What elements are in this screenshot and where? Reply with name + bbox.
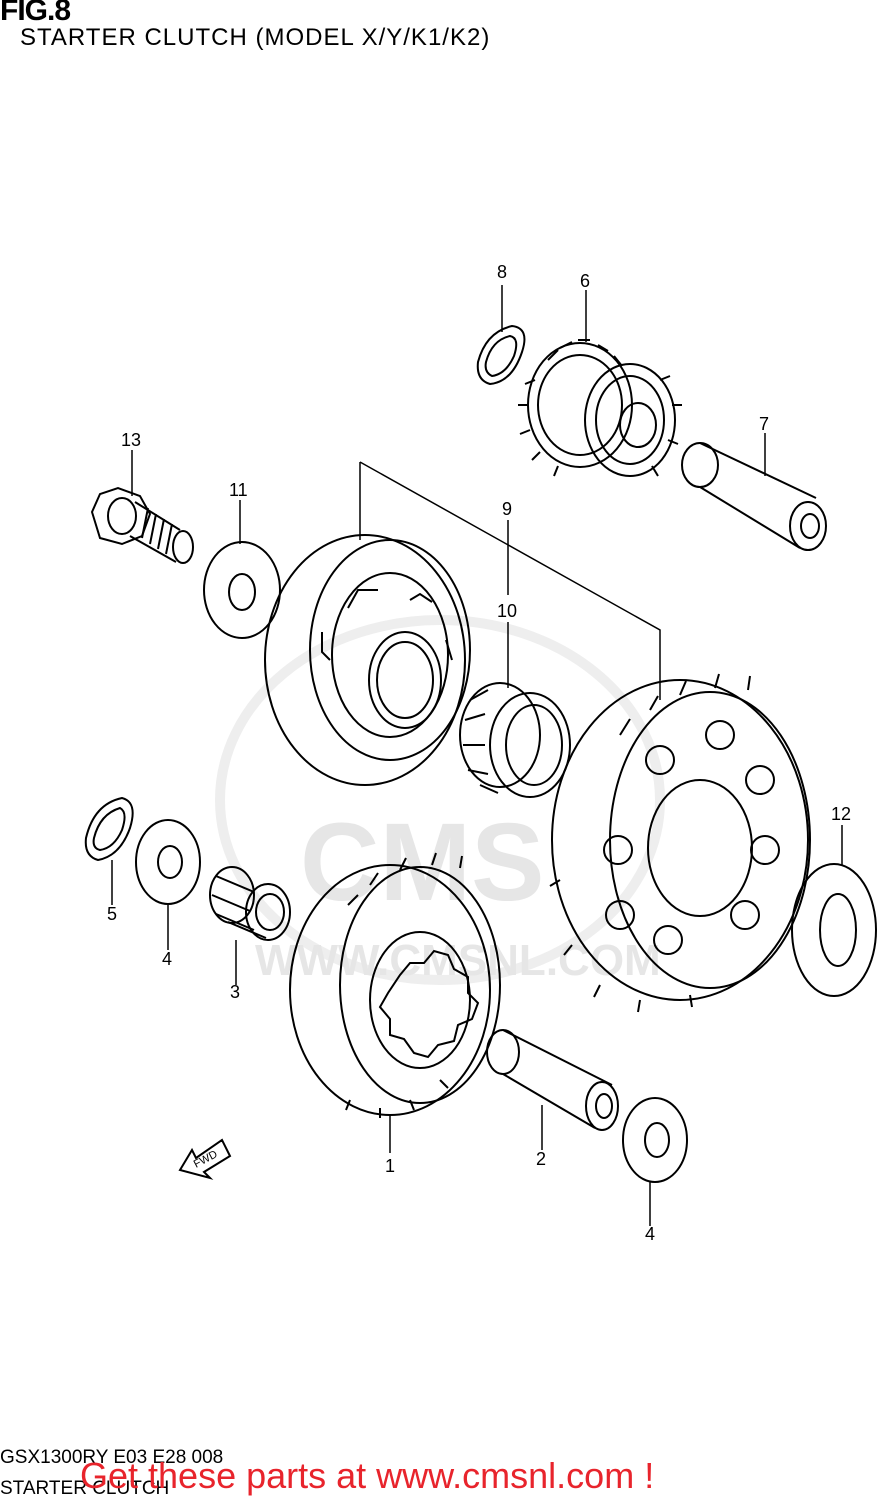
part-1-driven-gear xyxy=(289,852,501,1118)
callout-6: 6 xyxy=(580,271,590,291)
footer-title: STARTER CLUTCH xyxy=(0,1478,170,1499)
callout-13: 13 xyxy=(121,430,141,450)
figure-number: FIG.8 xyxy=(0,0,71,27)
part-7-shaft xyxy=(681,442,827,551)
callout-8: 8 xyxy=(497,262,507,282)
buy-parts-link[interactable]: Get these parts at www.cmsnl.com ! xyxy=(80,1455,655,1496)
leader-lines xyxy=(111,285,843,1226)
callout-2: 2 xyxy=(536,1149,546,1169)
fwd-label: FWD xyxy=(192,1148,220,1170)
part-11-washer xyxy=(203,541,281,639)
callout-4-bottom: 4 xyxy=(645,1224,655,1244)
watermark-brand: CMS xyxy=(300,801,544,924)
fwd-arrow-icon: FWD xyxy=(178,1138,232,1180)
part-10-bearing xyxy=(459,682,571,798)
callout-labels: 1 2 3 4 4 5 6 7 8 9 10 11 12 13 xyxy=(107,262,851,1244)
callout-3: 3 xyxy=(230,982,240,1002)
large-starter-gear xyxy=(549,673,811,1013)
part-12-washer xyxy=(791,863,877,997)
part-6-gear xyxy=(518,339,682,477)
assembly-bracket xyxy=(359,461,661,700)
callout-1: 1 xyxy=(385,1156,395,1176)
diagram-code: GSX1300RY E03 E28 008 xyxy=(0,1447,224,1468)
callout-11: 11 xyxy=(229,480,248,500)
callout-9: 9 xyxy=(502,499,512,519)
part-5-circlip xyxy=(84,796,134,862)
part-4-washer-bottom xyxy=(622,1097,688,1183)
callout-10: 10 xyxy=(497,601,517,621)
cmsnl-watermark: CMS WWW.CMSNL.COM xyxy=(215,615,665,985)
part-9-clutch-housing xyxy=(264,534,471,786)
figure-title: STARTER CLUTCH (MODEL X/Y/K1/K2) xyxy=(20,24,491,51)
part-8-circlip xyxy=(476,324,526,386)
part-13-bolt xyxy=(90,486,194,564)
callout-7: 7 xyxy=(759,414,769,434)
callout-12: 12 xyxy=(831,804,851,824)
callout-5: 5 xyxy=(107,904,117,924)
part-2-shaft xyxy=(486,1029,619,1131)
part-4-washer-left xyxy=(135,819,201,905)
callout-4-left: 4 xyxy=(162,949,172,969)
watermark-url: WWW.CMSNL.COM xyxy=(255,936,661,985)
part-3-needle-bearing xyxy=(209,866,291,941)
